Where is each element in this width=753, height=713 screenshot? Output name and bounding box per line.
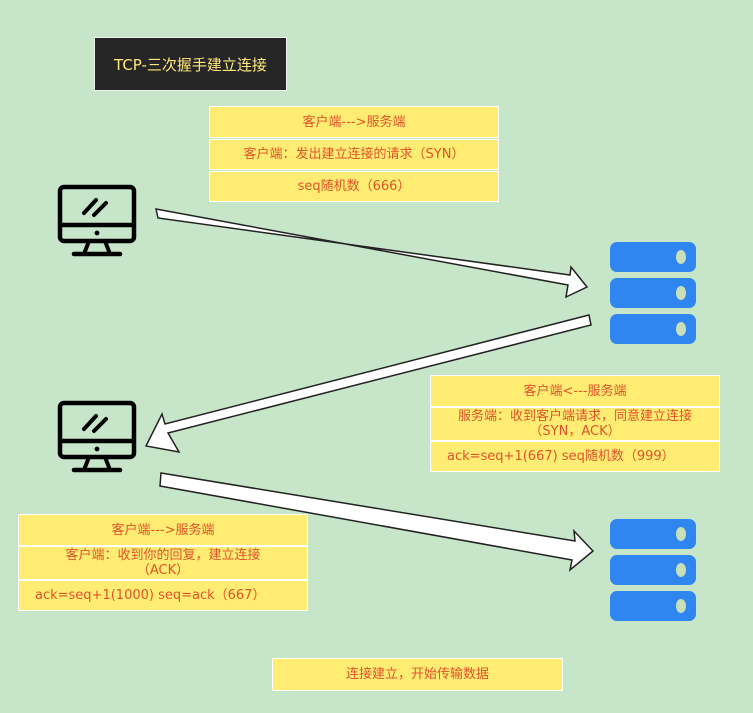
step3-description-line2: （ACK） bbox=[136, 563, 190, 578]
step3-description: 客户端：收到你的回复，建立连接 （ACK） bbox=[18, 546, 308, 580]
diagram-title: TCP-三次握手建立连接 bbox=[94, 37, 287, 91]
step2-description-line2: （SYN，ACK） bbox=[529, 424, 621, 439]
footer-note: 连接建立，开始传输数据 bbox=[272, 658, 563, 691]
step1-description: 客户端：发出建立连接的请求（SYN） bbox=[209, 139, 499, 170]
step2-description-line1: 服务端：收到客户端请求，同意建立连接 bbox=[457, 409, 692, 424]
step2-header: 客户端<---服务端 bbox=[430, 375, 720, 407]
arrow-client-to-server-1 bbox=[155, 208, 589, 299]
monitor-icon bbox=[57, 184, 137, 257]
step1-detail: seq随机数（666） bbox=[209, 171, 499, 202]
arrow-client-to-server-2 bbox=[159, 472, 595, 572]
step3-description-line1: 客户端：收到你的回复，建立连接 bbox=[65, 548, 261, 563]
monitor-icon bbox=[57, 400, 137, 473]
step2-description: 服务端：收到客户端请求，同意建立连接 （SYN，ACK） bbox=[430, 407, 720, 441]
step1-header: 客户端--->服务端 bbox=[209, 106, 499, 138]
step3-header: 客户端--->服务端 bbox=[18, 514, 308, 546]
step2-detail: ack=seq+1(667) seq随机数（999） bbox=[430, 441, 720, 472]
server-icon bbox=[610, 242, 696, 344]
server-icon bbox=[610, 519, 696, 621]
step3-detail: ack=seq+1(1000) seq=ack（667） bbox=[18, 580, 308, 611]
arrow-server-to-client bbox=[144, 314, 592, 454]
